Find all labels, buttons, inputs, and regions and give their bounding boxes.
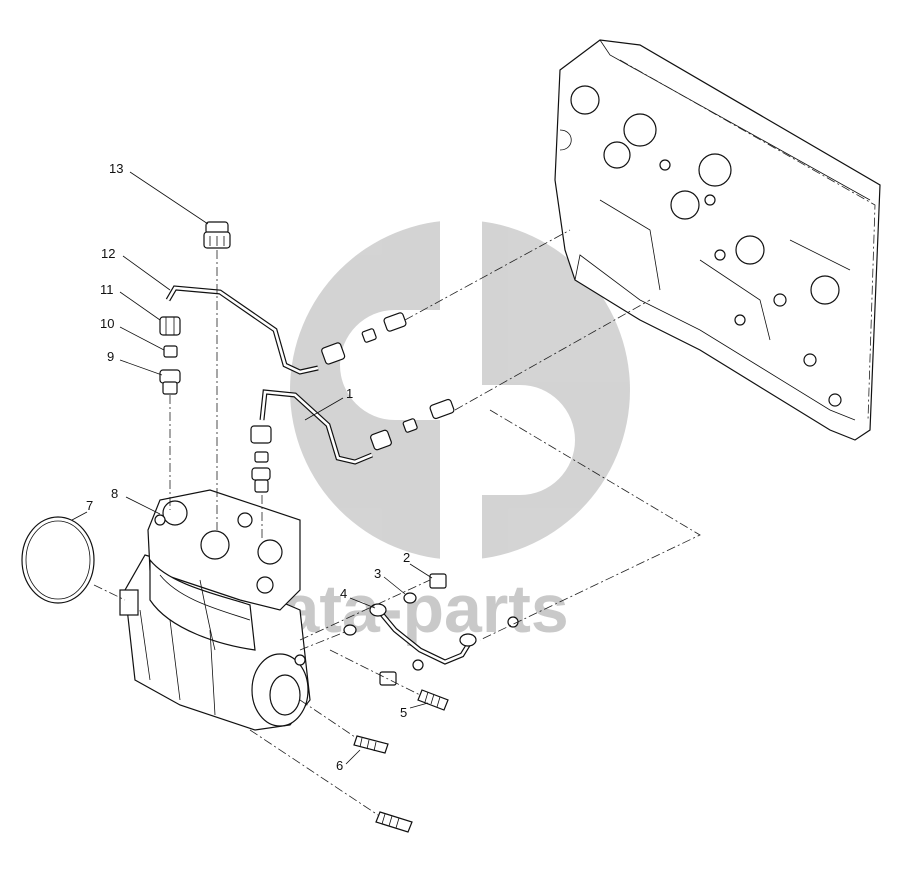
callout-2: 2: [403, 550, 410, 565]
washer-part-3: [403, 592, 417, 604]
nut-part-11: [159, 316, 181, 336]
callout-5: 5: [400, 705, 407, 720]
callout-7: 7: [86, 498, 93, 513]
callout-6: 6: [336, 758, 343, 773]
callout-13: 13: [109, 161, 123, 176]
air-compressor: [119, 489, 311, 731]
fittings-pipe-1-upper: [370, 398, 455, 451]
bolt-part-6: [353, 735, 389, 754]
pipe-part-4: [369, 603, 477, 665]
pipe-part-12: [165, 285, 319, 375]
fitting-part-13: [203, 221, 231, 249]
callout-9: 9: [107, 349, 114, 364]
callout-12: 12: [101, 246, 115, 261]
callout-3: 3: [374, 566, 381, 581]
bolt-part-2: [429, 573, 447, 589]
engine-block: [554, 39, 881, 441]
leader-lines: [71, 171, 433, 765]
adapter-part-9: [159, 369, 181, 395]
callout-4: 4: [340, 586, 347, 601]
fittings-pipe-12-upper: [321, 312, 407, 365]
callout-11: 11: [100, 282, 114, 297]
callout-1: 1: [346, 386, 353, 401]
callout-8: 8: [111, 486, 118, 501]
pipe-part-1: [259, 389, 373, 465]
o-ring-part-7: [21, 516, 95, 604]
washers-pipe-4: [343, 616, 519, 686]
assembly-lines: [93, 229, 701, 816]
fittings-pipe-1-lower: [250, 425, 272, 493]
callout-10: 10: [100, 316, 114, 331]
ring-part-10: [163, 345, 178, 358]
bolt-lower: [375, 811, 413, 833]
bolt-part-5: [417, 689, 449, 711]
